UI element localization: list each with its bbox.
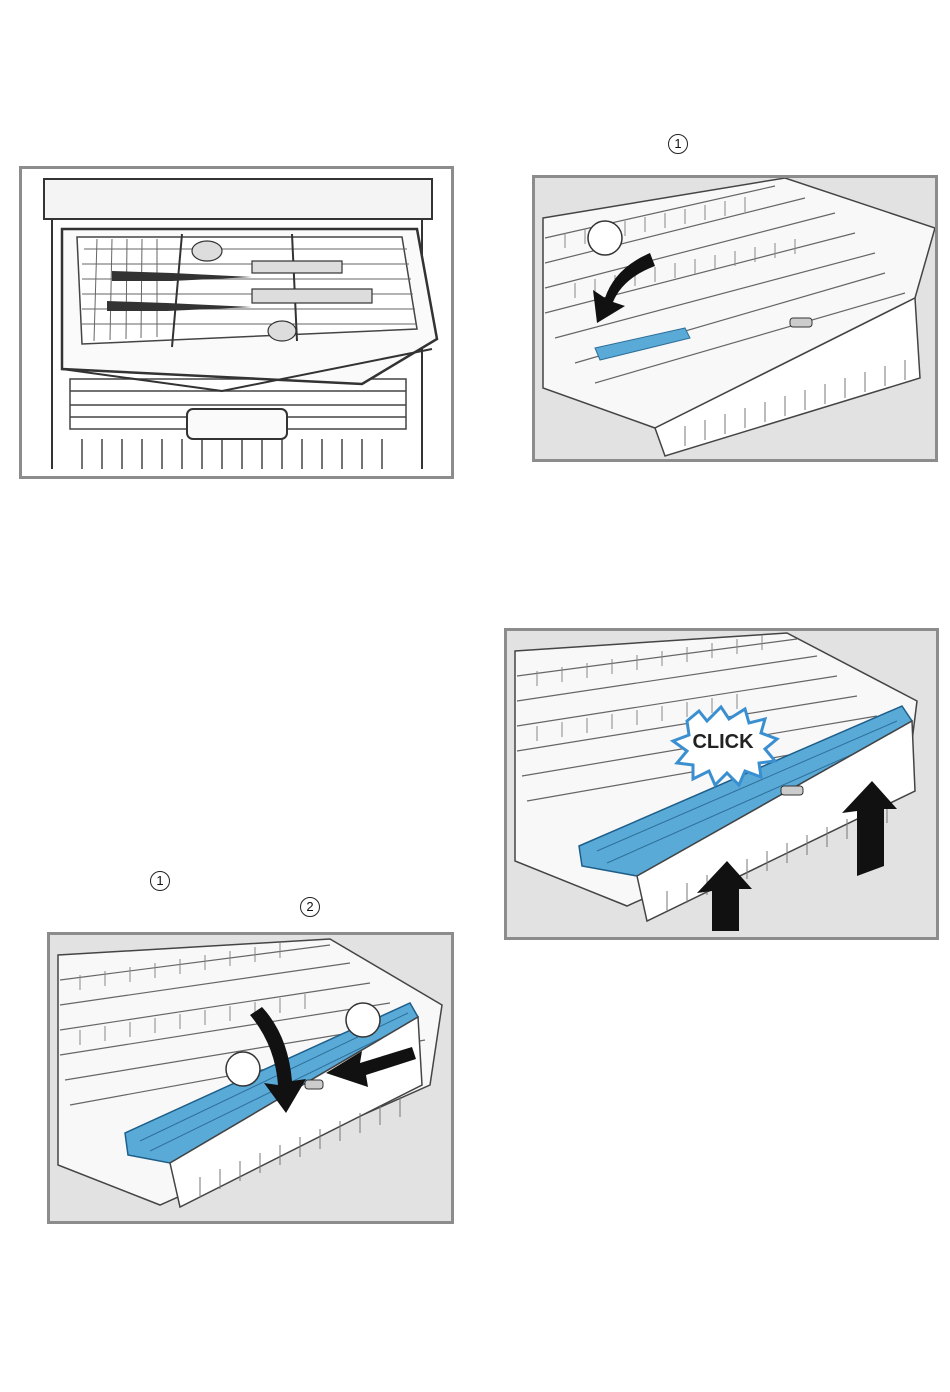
illustration-cutlery-drawer bbox=[19, 166, 454, 479]
step-marker-1: 1 bbox=[150, 871, 170, 891]
illustration-flip-down bbox=[532, 175, 938, 462]
step-marker-2: 2 bbox=[300, 897, 320, 917]
illustration-fold-and-slide bbox=[47, 932, 454, 1224]
click-label: CLICK bbox=[692, 731, 754, 753]
illustration-click-up: CLICK bbox=[504, 628, 939, 940]
step-marker-1: 1 bbox=[668, 134, 688, 154]
